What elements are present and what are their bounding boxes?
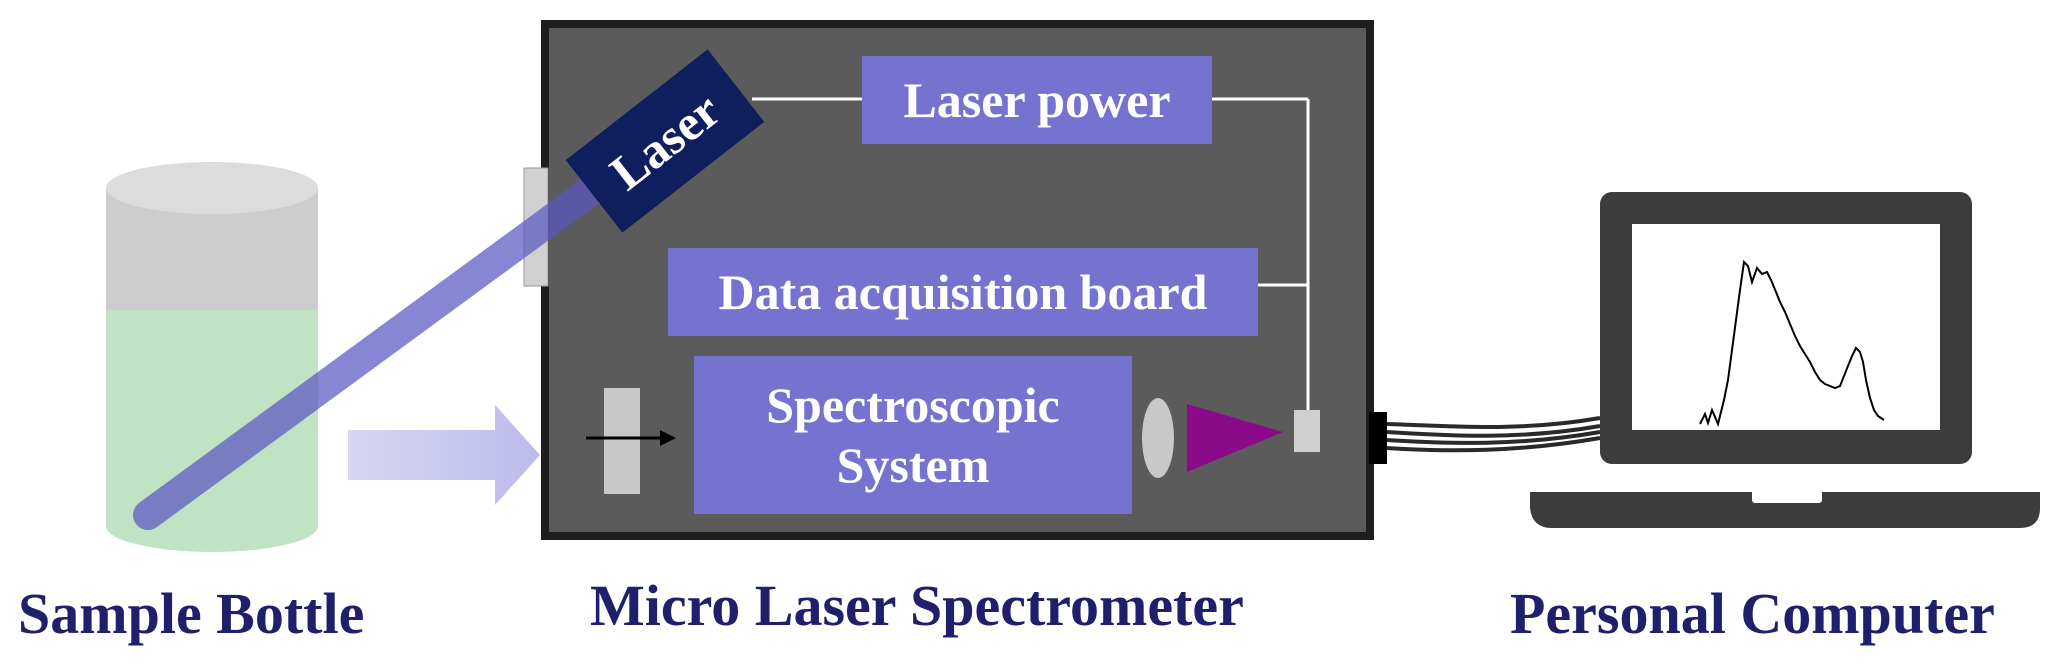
data-acquisition-box: Data acquisition board [668,248,1258,336]
spectroscopic-label-line1: Spectroscopic [766,377,1060,433]
data-acquisition-label: Data acquisition board [718,264,1208,320]
spectroscopic-system-box: Spectroscopic System [694,356,1132,514]
prism [1187,404,1283,472]
slit [604,388,640,494]
usb-port [1369,412,1387,464]
bottle-top [106,162,318,214]
usb-cable [1386,416,1601,453]
spectrometer-caption: Micro Laser Spectrometer [590,573,1244,638]
sample-bottle-caption: Sample Bottle [18,581,365,646]
laser-power-box: Laser power [862,56,1212,144]
laptop-icon [1530,192,2040,528]
computer-caption: Personal Computer [1510,581,1995,646]
sample-bottle [106,162,318,552]
laser-power-label: Laser power [903,72,1171,128]
spectrum-trace [1699,259,1885,428]
signal-arrow [348,405,540,505]
wiring [752,97,1310,410]
slit-arrow-head [660,430,676,446]
spectroscopic-label-line2: System [836,437,990,493]
lens [1142,398,1174,478]
laser-beam [133,147,645,530]
detector [1294,410,1320,452]
